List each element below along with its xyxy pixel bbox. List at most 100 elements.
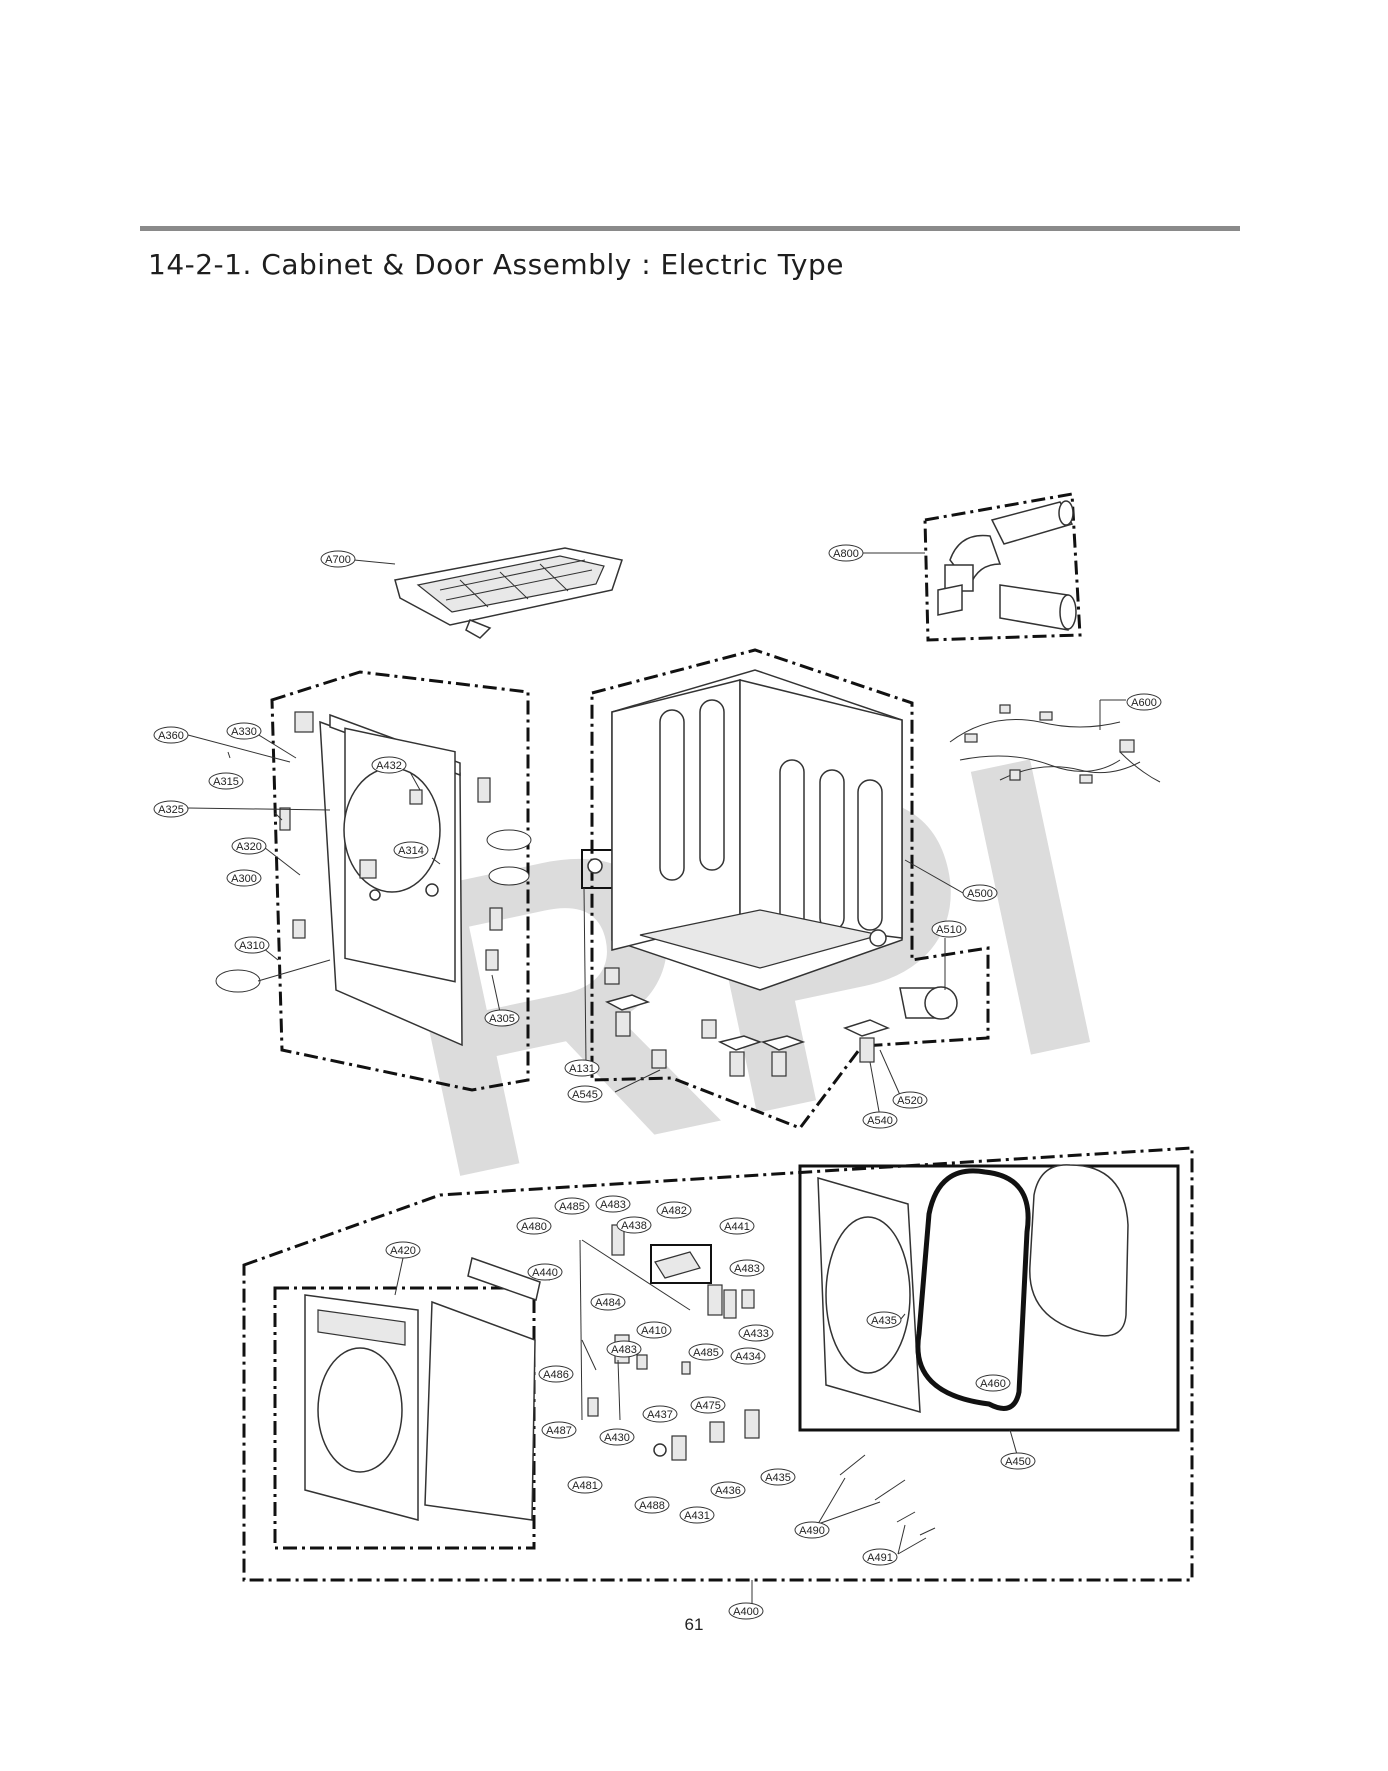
cabinet-legs-parts [604, 967, 891, 1077]
svg-text:A485: A485 [559, 1201, 585, 1213]
callout-A486: A486 [538, 1365, 574, 1383]
svg-text:A310: A310 [239, 940, 265, 952]
svg-text:A480: A480 [521, 1221, 547, 1233]
svg-text:A431: A431 [684, 1510, 710, 1522]
callout-A485-mid: A485 [688, 1343, 724, 1361]
duct-kit-group-outline [923, 492, 1082, 642]
svg-text:A436: A436 [715, 1485, 741, 1497]
callout-A490: A490 [794, 1521, 830, 1539]
duct-kit-parts [937, 500, 1077, 631]
svg-text:A330: A330 [231, 726, 257, 738]
door-front-group-outline [273, 1286, 536, 1550]
door-front-part [304, 1257, 541, 1521]
svg-text:A360: A360 [158, 730, 184, 742]
svg-text:A430: A430 [604, 1432, 630, 1444]
callout-A315: A315 [208, 772, 244, 790]
callout-A475: A475 [690, 1396, 726, 1414]
callout-A482: A482 [656, 1201, 692, 1219]
cabinet-group-outline [590, 648, 990, 1130]
svg-text:A441: A441 [724, 1221, 750, 1233]
svg-text:A488: A488 [639, 1500, 665, 1512]
svg-text:A438: A438 [621, 1220, 647, 1232]
callout-A481: A481 [567, 1476, 603, 1494]
callout-A487: A487 [541, 1421, 577, 1439]
svg-text:A483: A483 [600, 1199, 626, 1211]
callout-A500: A500 [962, 884, 998, 902]
svg-text:A482: A482 [661, 1205, 687, 1217]
switch-cover-box [650, 1244, 712, 1284]
svg-text:A432: A432 [376, 760, 402, 772]
svg-text:A800: A800 [833, 548, 859, 560]
callout-A800: A800 [828, 544, 864, 562]
callout-A480: A480 [516, 1217, 552, 1235]
page-title: 14-2-1. Cabinet & Door Assembly : Electr… [148, 248, 845, 281]
exhaust-duct-part [899, 986, 958, 1020]
svg-text:A435: A435 [871, 1315, 897, 1327]
front-panel-part [279, 711, 503, 1047]
callout-A510: A510 [931, 920, 967, 938]
callout-labels: A700 A800 A600 A360 A330 A315 A325 A432 … [153, 544, 1162, 1620]
svg-text:A510: A510 [936, 924, 962, 936]
callout-A314: A314 [393, 841, 429, 859]
svg-text:A400: A400 [733, 1606, 759, 1618]
callout-A320: A320 [231, 837, 267, 855]
callout-A434: A434 [730, 1347, 766, 1365]
callout-A441: A441 [719, 1217, 755, 1235]
svg-text:A520: A520 [897, 1095, 923, 1107]
front-panel-group-outline [270, 670, 530, 1092]
callout-A491: A491 [862, 1548, 898, 1566]
callout-A431: A431 [679, 1506, 715, 1524]
callout-A435-mid: A435 [760, 1468, 796, 1486]
svg-text:A540: A540 [867, 1115, 893, 1127]
svg-text:A300: A300 [231, 873, 257, 885]
door-hardware-parts [579, 1224, 760, 1461]
callout-A483-mid: A483 [729, 1259, 765, 1277]
callout-A436: A436 [710, 1481, 746, 1499]
callout-A540: A540 [862, 1111, 898, 1129]
callout-A420: A420 [385, 1241, 421, 1259]
svg-text:A486: A486 [543, 1369, 569, 1381]
callout-A700: A700 [320, 550, 356, 568]
callout-A545: A545 [567, 1085, 603, 1103]
callout-A433: A433 [738, 1324, 774, 1342]
callout-A440: A440 [527, 1263, 563, 1281]
svg-text:A475: A475 [695, 1400, 721, 1412]
callout-A300: A300 [226, 869, 262, 887]
blank-callout-3 [215, 969, 261, 993]
svg-text:A433: A433 [743, 1328, 769, 1340]
callout-A483-top: A483 [595, 1195, 631, 1213]
blank-callout-2 [488, 866, 530, 886]
callout-A460: A460 [975, 1374, 1011, 1392]
svg-text:A131: A131 [569, 1063, 595, 1075]
callout-A432: A432 [371, 756, 407, 774]
svg-text:A305: A305 [489, 1013, 515, 1025]
header-rule [140, 226, 1240, 231]
svg-text:A437: A437 [647, 1409, 673, 1421]
svg-text:A420: A420 [390, 1245, 416, 1257]
leader-lines [187, 552, 1126, 1605]
callout-A450: A450 [1000, 1452, 1036, 1470]
page-number: 61 [684, 1615, 704, 1634]
callout-A600: A600 [1126, 693, 1162, 711]
callout-A410: A410 [636, 1321, 672, 1339]
callout-A325: A325 [153, 800, 189, 818]
svg-text:A481: A481 [572, 1480, 598, 1492]
callout-A310: A310 [234, 936, 270, 954]
svg-text:A545: A545 [572, 1089, 598, 1101]
callout-A131: A131 [564, 1059, 600, 1077]
callout-A360: A360 [153, 726, 189, 744]
callout-A430: A430 [599, 1428, 635, 1446]
callout-A400: A400 [728, 1602, 764, 1620]
svg-text:A460: A460 [980, 1378, 1006, 1390]
cabinet-part [587, 669, 903, 991]
blank-callout-1 [486, 829, 532, 851]
callout-A520: A520 [892, 1091, 928, 1109]
svg-text:A491: A491 [867, 1552, 893, 1564]
callout-A305: A305 [484, 1009, 520, 1027]
svg-text:A484: A484 [595, 1297, 621, 1309]
svg-text:A325: A325 [158, 804, 184, 816]
svg-text:A450: A450 [1005, 1456, 1031, 1468]
svg-text:A485: A485 [693, 1347, 719, 1359]
svg-text:A320: A320 [236, 841, 262, 853]
